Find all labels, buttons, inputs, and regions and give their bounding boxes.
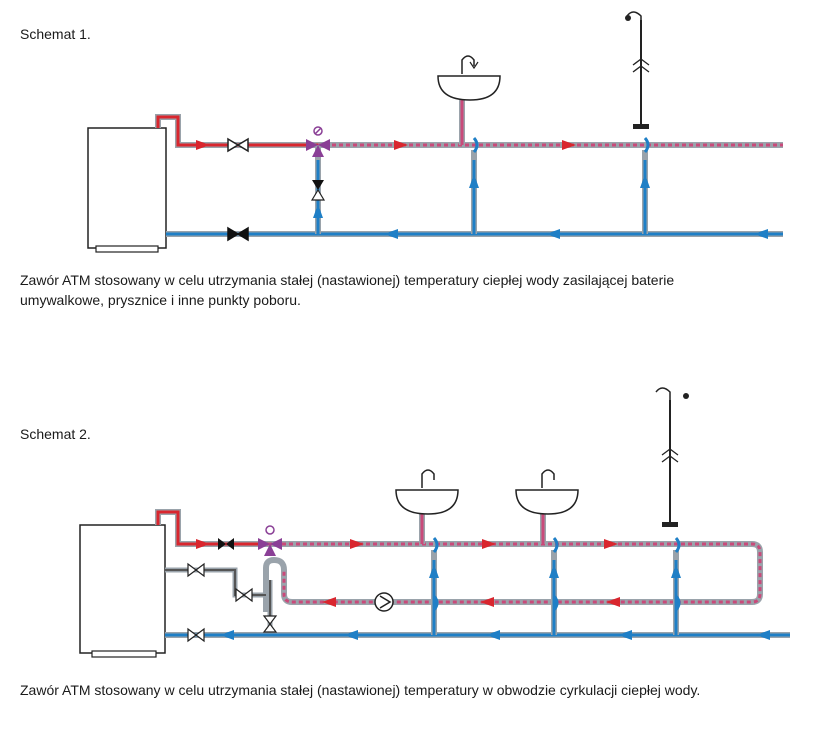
schemat-2-caption: Zawór ATM stosowany w celu utrzymania st… xyxy=(20,682,701,698)
schemat-2-title: Schemat 2. xyxy=(20,426,91,442)
flow-arrows xyxy=(196,539,770,640)
schemat-2-diagram xyxy=(79,387,790,658)
washbasin-icon xyxy=(395,469,459,515)
hot-water-pipe xyxy=(155,114,318,148)
washbasin-icon xyxy=(437,55,501,101)
check-valve-icon xyxy=(227,137,326,242)
schemat-1-caption: Zawór ATM stosowany w celu utrzymania st… xyxy=(20,270,674,310)
boiler-icon xyxy=(87,127,167,253)
circulation-pump-icon xyxy=(374,592,394,612)
flow-arrows xyxy=(196,140,768,239)
shower-icon xyxy=(625,11,650,73)
caption-line-1: Zawór ATM stosowany w celu utrzymania st… xyxy=(20,272,675,288)
thermostatic-mixing-valve-icon xyxy=(306,126,330,157)
schemat-1-diagram xyxy=(87,11,783,253)
thermostatic-mixing-valve-icon xyxy=(258,525,282,556)
schemat-1-title: Schemat 1. xyxy=(20,26,91,42)
check-valve-icon xyxy=(187,538,278,643)
boiler-icon xyxy=(79,524,166,658)
shower-icon xyxy=(655,387,689,527)
cold-water-pipe xyxy=(166,145,783,237)
washbasin-icon xyxy=(515,469,579,515)
caption-line-2: umywalkowe, prysznice i inne punkty pobo… xyxy=(20,292,301,308)
